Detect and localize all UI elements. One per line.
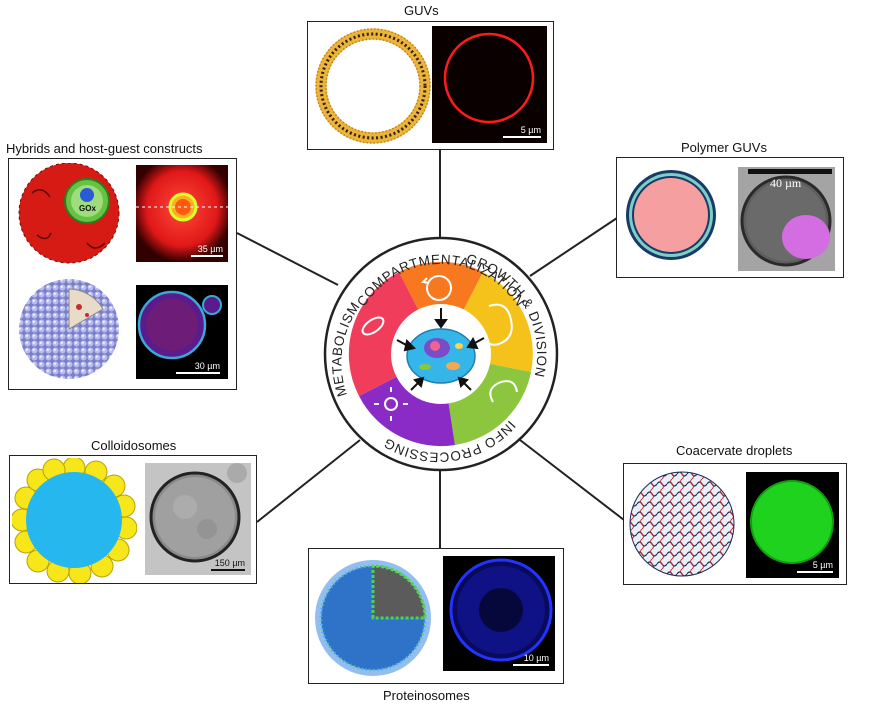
guvs-panel: 5 µm [307,21,554,150]
guvs-micrograph: 5 µm [432,26,547,143]
hybrids-schematic-top [18,163,120,264]
hybrids-schematic-bottom [19,279,119,379]
connector-colloidosomes [256,439,361,523]
hybrids-micrograph-bottom: 30 µm [136,285,228,379]
polymer-guvs-panel: 40 µm [616,157,844,278]
colloidosomes-schematic [12,458,137,583]
sun-icon [384,397,398,411]
proteinosomes-scale-bar: 10 µm [513,653,549,666]
hybrids-scale-bar-top: 35 µm [191,244,223,257]
colloidosomes-panel: 150 µm [9,455,257,584]
coacervates-schematic [629,471,735,577]
coacervates-scale-bar: 5 µm [797,560,833,573]
cycle-icon [426,275,452,301]
connector-hybrids [236,232,339,286]
bacterium-icon [361,316,385,336]
inward-arrows [396,308,485,391]
proteinosomes-schematic [315,560,431,676]
connector-polymer-guvs [529,217,618,277]
cell-icon [406,328,476,384]
proteinosomes-panel: 10 µm [308,548,564,684]
proteinosomes-title: Proteinosomes [383,688,470,703]
polymer-guvs-schematic [626,170,716,260]
cycle-arrow-icon [420,277,430,284]
polymer-guvs-micrograph: 40 µm [738,167,835,271]
guvs-scale-bar: 5 µm [503,125,541,138]
hybrids-scale-bar-bottom: 30 µm [176,361,220,374]
coacervates-micrograph: 5 µm [746,472,839,578]
colloidosomes-title: Colloidosomes [91,438,177,453]
proteinosomes-micrograph: 10 µm [443,556,555,671]
hybrids-micrograph-top: 35 µm [136,165,228,262]
gox-label: GOx [79,204,96,213]
coacervates-title: Coacervate droplets [676,443,793,458]
growth-icon [489,380,518,403]
polymer-guvs-title: Polymer GUVs [681,140,767,155]
hybrids-panel: GOx 35 µm [8,158,237,390]
central-wheel: COMPARTMENTALIZATION GROWTH & DIVISION I… [323,236,559,472]
coacervates-panel: 5 µm [623,463,847,585]
guvs-title: GUVs [404,3,439,18]
connector-coacervates [519,439,625,521]
guvs-schematic [315,28,431,144]
hybrids-title: Hybrids and host-guest constructs [6,141,203,156]
colloidosomes-scale-bar: 150 µm [211,558,245,571]
colloidosomes-micrograph: 150 µm [145,463,251,575]
polymer-guvs-scale-bar: 40 µm [770,176,802,190]
